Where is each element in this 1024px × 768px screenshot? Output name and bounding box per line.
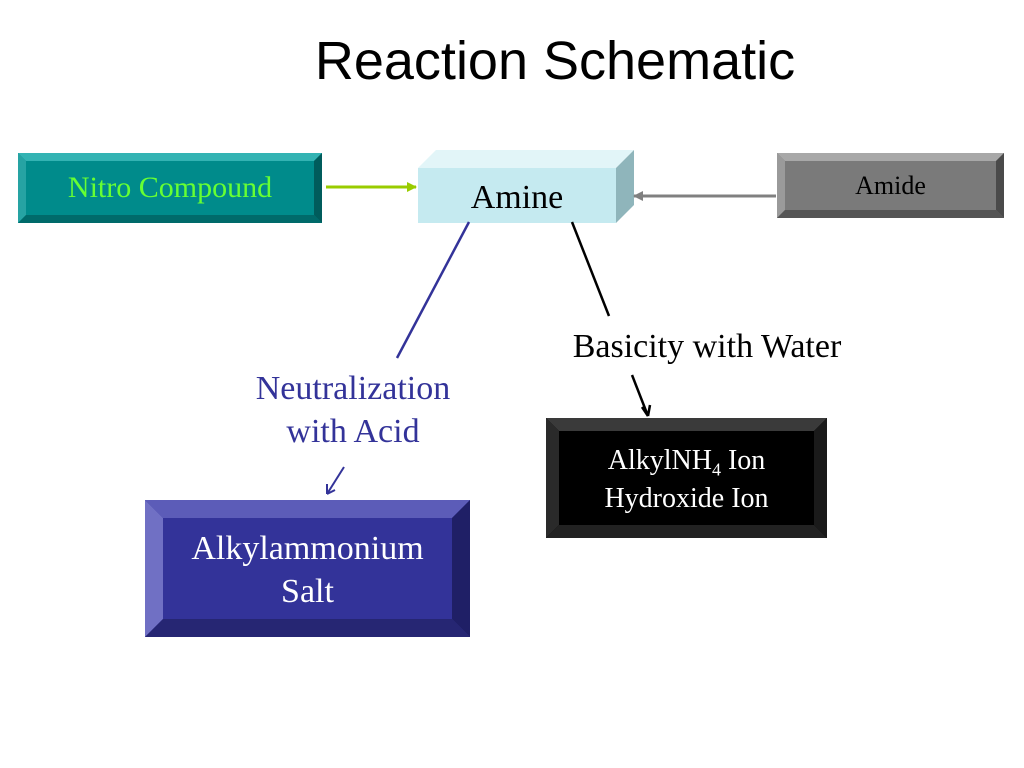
neutralization-line1: Neutralization (255, 370, 451, 407)
salt-line1: Alkylammonium (191, 530, 424, 567)
neutralization-line2: with Acid (286, 412, 420, 450)
ion-line1-sub: 4 (711, 459, 721, 480)
alkylammonium-salt-label: Alkylammonium Salt (163, 528, 452, 613)
basicity-arrow-shaft (630, 374, 650, 417)
ion-label: AlkylNH4 Ion Hydroxide Ion (559, 443, 814, 516)
neutralization-arrow-shaft (326, 466, 345, 495)
amide-label: Amide (855, 171, 926, 200)
salt-line2: Salt (281, 572, 334, 610)
amine-box (418, 150, 634, 223)
basicity-line (570, 221, 611, 317)
basicity-arrow-head (640, 404, 652, 417)
basicity-label: Basicity with Water (572, 328, 842, 365)
neutralization-label: Neutralization with Acid (228, 368, 478, 453)
nitro-compound-box (18, 153, 322, 223)
ion-line1: AlkylNH4 Ion (559, 443, 814, 481)
amide-box (777, 153, 1004, 218)
alkylammonium-salt-box (145, 500, 470, 637)
ion-line1-b: Ion (720, 445, 766, 476)
neutralization-arrow-head (326, 484, 336, 495)
page-title: Reaction Schematic (314, 31, 796, 91)
ion-line1-a: AlkylNH (607, 445, 712, 476)
neutralization-line (395, 221, 471, 359)
ion-line2: Hydroxide Ion (604, 483, 769, 515)
amine-label: Amine (470, 178, 564, 216)
alkylnh4-ion-box (546, 418, 827, 538)
nitro-compound-label: Nitro Compound (67, 171, 273, 204)
